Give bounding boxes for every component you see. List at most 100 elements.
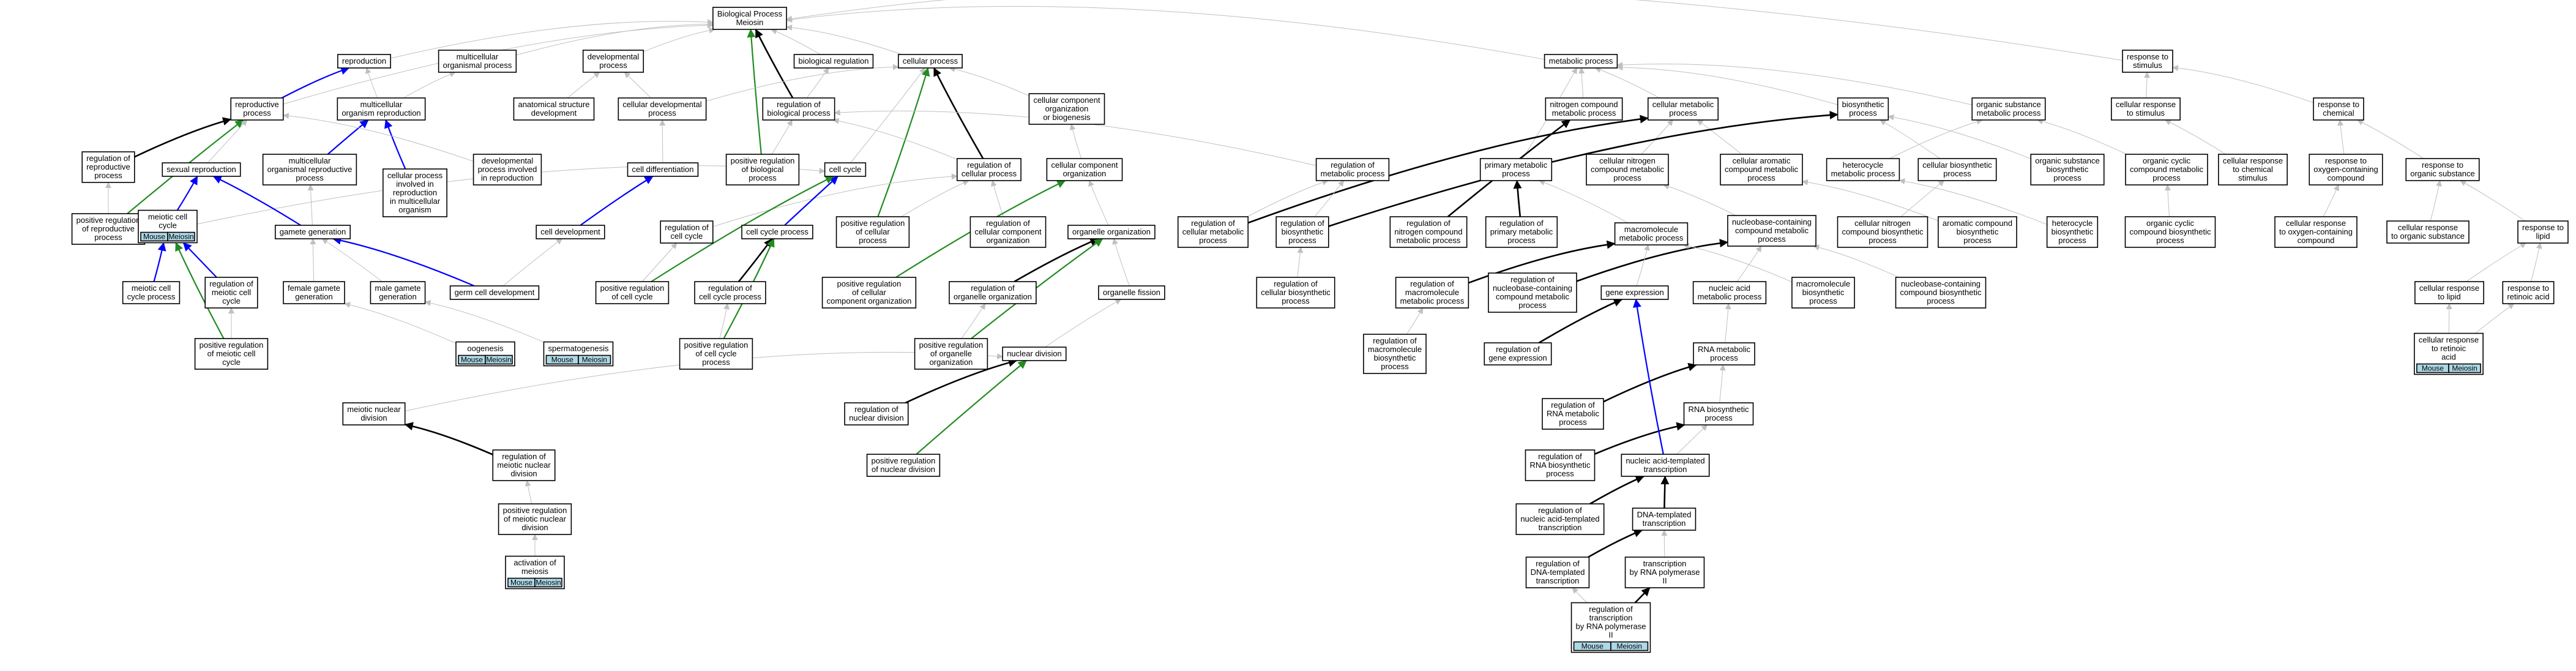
go-term-node[interactable]: metabolic process: [1544, 54, 1618, 69]
go-term-node[interactable]: reproduction: [337, 54, 391, 69]
go-term-node[interactable]: cell development: [536, 225, 605, 239]
go-term-node[interactable]: cell differentiation: [627, 162, 699, 177]
go-term-node[interactable]: cell cycle: [824, 162, 867, 177]
go-term-node[interactable]: sexual reproduction: [162, 162, 241, 177]
go-term-node[interactable]: cell cycle process: [741, 225, 813, 239]
go-term-node[interactable]: organelle fission: [1098, 285, 1165, 300]
go-term-node[interactable]: germ cell development: [449, 285, 540, 300]
go-term-node[interactable]: gene expression: [1600, 285, 1669, 300]
go-term-node[interactable]: regulation ofmacromoleculebiosyntheticpr…: [1363, 334, 1427, 374]
go-term-node[interactable]: gamete generation: [274, 225, 351, 239]
go-term-node[interactable]: organelle organization: [1067, 225, 1155, 239]
go-term-node[interactable]: cellular process: [898, 54, 963, 69]
go-term-node[interactable]: biological regulation: [793, 54, 874, 69]
go-term-node[interactable]: regulation ofnucleobase-containingcompou…: [1488, 272, 1577, 313]
